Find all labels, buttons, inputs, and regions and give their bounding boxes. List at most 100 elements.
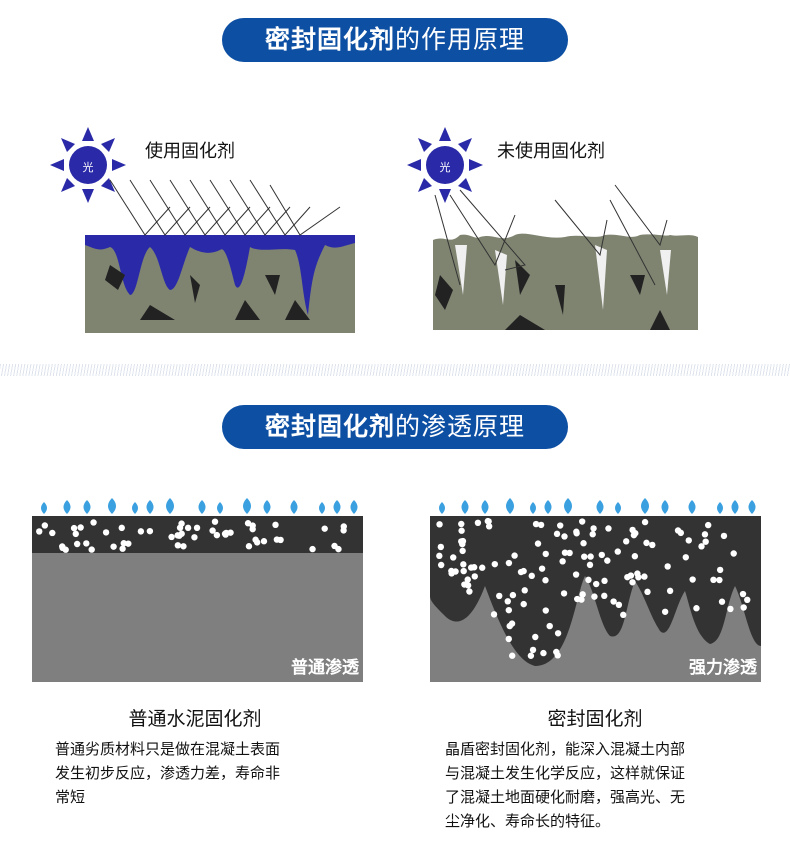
particle	[227, 529, 234, 536]
water-drop-icon	[83, 500, 91, 514]
water-drop-icon	[688, 500, 696, 514]
particle	[180, 543, 187, 550]
particle	[62, 546, 69, 553]
water-drop-icon	[641, 498, 649, 514]
water-drop-icon	[132, 502, 138, 514]
description-line: 与混凝土发生化学反应，这样就保证	[445, 764, 686, 782]
particle	[505, 559, 513, 567]
particle	[83, 540, 90, 547]
particle	[610, 598, 617, 605]
particle	[614, 548, 621, 555]
particle	[566, 549, 573, 557]
panel-normal-penetration: 普通渗透	[32, 516, 363, 682]
particle	[557, 522, 564, 529]
water-drop-icon	[481, 500, 489, 514]
sun-text: 光	[440, 160, 451, 174]
particle	[340, 527, 347, 534]
strong-penetration-illustration	[430, 516, 761, 666]
section-divider	[0, 364, 790, 376]
water-drop-icon	[319, 502, 325, 514]
particle	[458, 520, 465, 528]
particle	[459, 547, 466, 555]
particle	[727, 605, 734, 613]
particle	[598, 551, 605, 559]
water-drop-icon	[108, 498, 116, 514]
particle	[436, 552, 443, 560]
particle	[553, 648, 560, 656]
particle	[718, 598, 726, 605]
particle	[77, 524, 84, 531]
particle	[146, 527, 154, 535]
particle	[744, 596, 751, 604]
sun-text: 光	[83, 160, 94, 174]
particle	[542, 607, 549, 614]
particle	[504, 598, 511, 605]
particle	[520, 600, 527, 608]
diagram-with-sealant: 光	[50, 127, 355, 333]
particle	[629, 579, 636, 586]
particle	[521, 587, 528, 594]
particle	[682, 554, 690, 561]
particle	[505, 606, 513, 614]
sun-icon	[407, 127, 483, 203]
title-rest: 的渗透原理	[395, 412, 526, 441]
description-line: 发生初步反应，渗透力差，寿命非	[55, 764, 281, 782]
description-line: 晶盾密封固化剂，能深入混凝土内部	[445, 740, 686, 758]
particle	[560, 590, 568, 597]
particle	[578, 518, 586, 525]
particle	[110, 543, 117, 550]
particle	[213, 531, 221, 539]
water-drop-icon	[166, 498, 174, 514]
particle	[450, 554, 457, 561]
particle	[485, 518, 492, 525]
water-drop-icon	[263, 500, 271, 514]
water-drop-icon	[333, 500, 341, 514]
particle	[529, 646, 537, 654]
particle	[466, 588, 473, 595]
diagram-without-sealant: 光	[407, 127, 698, 330]
particle	[590, 525, 597, 532]
particle	[572, 571, 580, 578]
particle	[587, 553, 594, 560]
particle	[641, 573, 648, 580]
particle	[649, 541, 656, 549]
particle	[49, 529, 56, 537]
particle	[471, 573, 478, 580]
description-normal: 普通劣质材料只是做在混凝土表面 发生初步反应，渗透力差，寿命非 常短	[55, 737, 365, 809]
particle	[581, 553, 588, 560]
description-line: 尘净化、寿命长的特征。	[445, 812, 611, 830]
particle	[702, 538, 709, 545]
particle	[461, 581, 468, 588]
water-drop-icon	[461, 500, 469, 514]
particle	[511, 552, 518, 559]
water-drop-icon	[731, 500, 739, 514]
diagram-label-with: 使用固化剂	[145, 141, 235, 162]
particle	[505, 635, 512, 643]
particle	[485, 523, 493, 530]
water-drop-icon	[290, 500, 298, 514]
particle	[532, 633, 539, 641]
water-drop-icon	[506, 498, 514, 514]
particle	[119, 545, 126, 552]
description-line: 常短	[55, 788, 86, 806]
particle	[542, 550, 549, 558]
title-bold: 密封固化剂	[264, 412, 395, 441]
particle	[178, 520, 185, 527]
particle	[589, 531, 596, 538]
particle	[532, 520, 540, 528]
particle	[90, 519, 97, 526]
particle	[593, 580, 600, 588]
particle	[661, 608, 669, 615]
particle	[102, 529, 110, 536]
normal-penetration-illustration	[32, 516, 363, 553]
particle	[580, 540, 587, 547]
particle	[591, 593, 598, 600]
particle	[178, 530, 185, 537]
particle	[193, 524, 201, 532]
particle	[677, 529, 685, 537]
particle	[635, 574, 642, 581]
water-drop-icon	[717, 502, 723, 514]
particle	[448, 567, 455, 575]
particle	[561, 533, 568, 540]
particle	[467, 564, 475, 571]
